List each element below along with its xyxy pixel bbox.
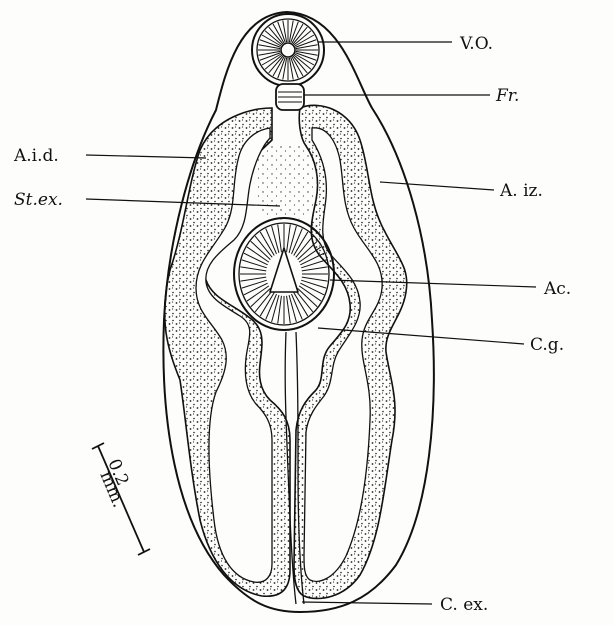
label-aid: A.i.d. bbox=[13, 146, 59, 166]
leader-aiz bbox=[380, 182, 494, 190]
sucker-ray bbox=[296, 51, 318, 55]
sucker-ray bbox=[272, 295, 279, 322]
oral-sucker bbox=[252, 14, 324, 86]
leader-aid bbox=[86, 155, 206, 158]
sucker-ray bbox=[240, 277, 266, 281]
sucker-ray bbox=[287, 296, 291, 324]
label-aiz: A. iz. bbox=[499, 181, 543, 201]
label-ac: Ac. bbox=[543, 279, 571, 299]
label-vo: V.O. bbox=[459, 34, 493, 54]
excretory-stem-area bbox=[255, 143, 318, 221]
pharynx bbox=[276, 84, 304, 110]
label-cg: C.g. bbox=[530, 335, 564, 355]
sucker-ray bbox=[283, 20, 287, 42]
sucker-ray bbox=[301, 260, 326, 268]
sucker-ray bbox=[296, 45, 318, 49]
sucker-ray bbox=[278, 225, 282, 253]
sucker-ray bbox=[302, 277, 328, 281]
scale-bar: 0.2 mm. bbox=[92, 443, 150, 555]
sucker-ray bbox=[278, 296, 282, 324]
ventral-sucker bbox=[234, 218, 334, 330]
label-stex: St.ex. bbox=[14, 190, 63, 210]
label-fr: Fr. bbox=[495, 86, 519, 106]
sucker-ray bbox=[289, 58, 293, 80]
sucker-ray bbox=[287, 225, 291, 253]
sucker-ray bbox=[289, 226, 296, 253]
sucker-ray bbox=[242, 260, 267, 268]
sucker-ray bbox=[258, 45, 280, 49]
sucker-ray bbox=[283, 58, 287, 80]
label-cex: C. ex. bbox=[440, 595, 488, 615]
sucker-ray bbox=[272, 226, 279, 253]
sucker-ray bbox=[289, 20, 293, 42]
sucker-ray bbox=[289, 295, 296, 322]
sucker-ray bbox=[240, 267, 266, 271]
sucker-ray bbox=[302, 267, 328, 271]
sucker-ray bbox=[242, 280, 267, 288]
sucker-ray bbox=[258, 51, 280, 55]
leader-cex bbox=[302, 602, 432, 604]
sucker-ray bbox=[301, 280, 326, 288]
